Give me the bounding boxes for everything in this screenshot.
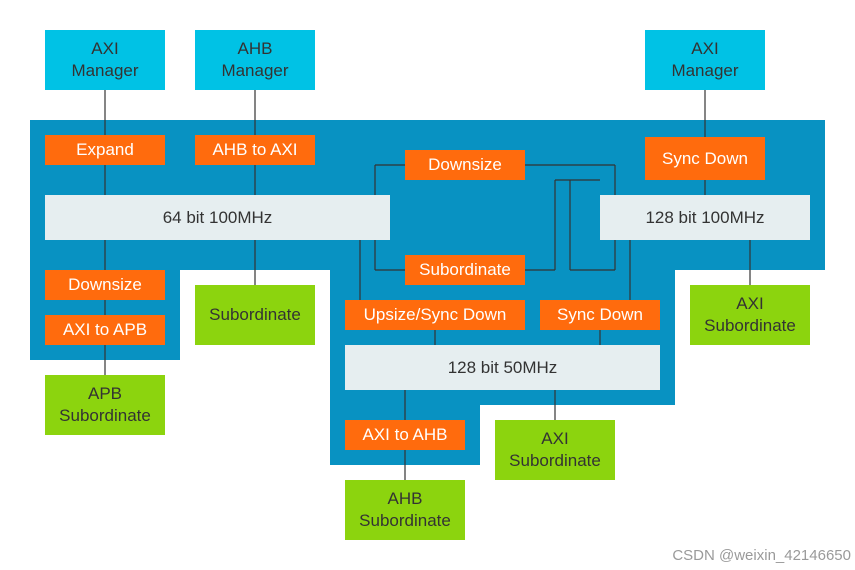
sync-down-converter-top: Sync Down: [645, 137, 765, 180]
bus-128bit-50mhz: 128 bit 50MHz: [345, 345, 660, 390]
downsize-converter-left: Downsize: [45, 270, 165, 300]
sync-down-converter-mid: Sync Down: [540, 300, 660, 330]
expand-converter: Expand: [45, 135, 165, 165]
axi-manager-left: AXI Manager: [45, 30, 165, 90]
ahb-to-axi-bridge: AHB to AXI: [195, 135, 315, 165]
apb-subordinate: APB Subordinate: [45, 375, 165, 435]
ahb-manager: AHB Manager: [195, 30, 315, 90]
axi-subordinate-right: AXI Subordinate: [690, 285, 810, 345]
bus-64bit-100mhz: 64 bit 100MHz: [45, 195, 390, 240]
upsize-sync-down-converter: Upsize/Sync Down: [345, 300, 525, 330]
subordinate: Subordinate: [195, 285, 315, 345]
axi-manager-right: AXI Manager: [645, 30, 765, 90]
downsize-converter-top: Downsize: [405, 150, 525, 180]
axi-to-ahb-bridge: AXI to AHB: [345, 420, 465, 450]
axi-subordinate-mid: AXI Subordinate: [495, 420, 615, 480]
watermark: CSDN @weixin_42146650: [672, 547, 851, 564]
ahb-subordinate: AHB Subordinate: [345, 480, 465, 540]
subordinate-inner-block: Subordinate: [405, 255, 525, 285]
axi-to-apb-bridge: AXI to APB: [45, 315, 165, 345]
bus-128bit-100mhz: 128 bit 100MHz: [600, 195, 810, 240]
